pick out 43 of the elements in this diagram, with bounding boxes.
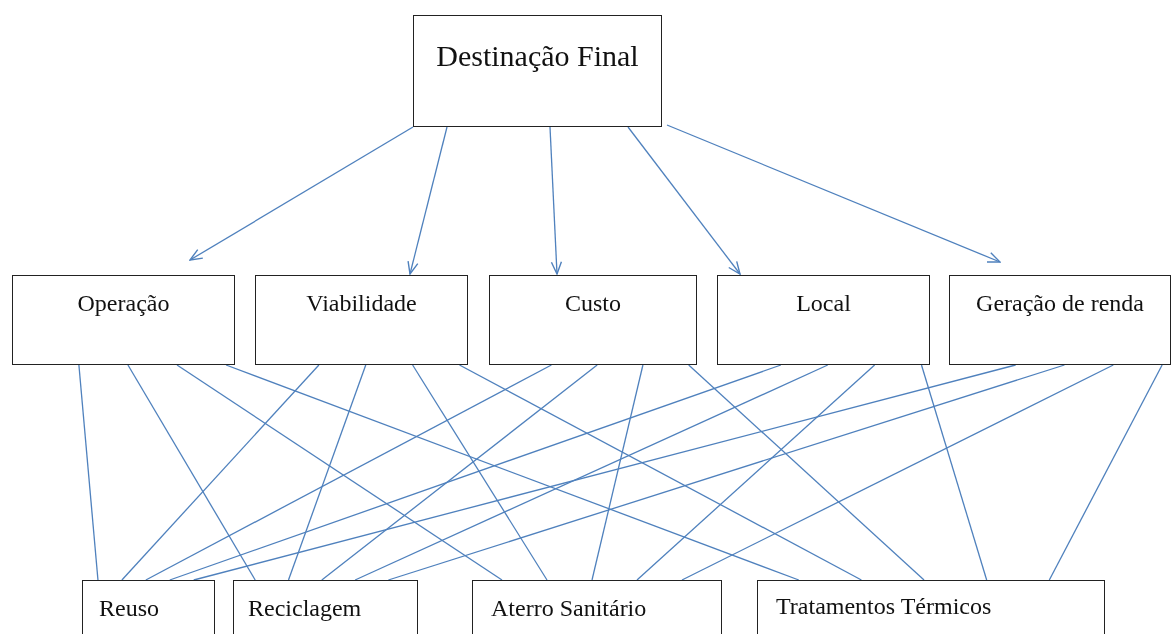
box-label: Geração de renda: [976, 289, 1144, 318]
arrow: [549, 126, 563, 275]
connector-line: [688, 364, 925, 581]
connector-line: [920, 364, 988, 581]
connector-line: [176, 364, 503, 581]
box-label: Reciclagem: [248, 594, 362, 623]
criterion-box: [413, 15, 662, 127]
connector-line: [121, 364, 320, 581]
arrow: [189, 126, 414, 261]
box-label: Destinação Final: [436, 38, 639, 74]
connector-line: [387, 364, 1066, 581]
criterion-box: [255, 275, 468, 365]
box-label: Viabilidade: [306, 289, 417, 318]
box-label: Operação: [77, 289, 170, 318]
criterion-box: [717, 275, 930, 365]
criterion-box: [949, 275, 1171, 365]
connector-line: [287, 364, 367, 581]
box-label: Reuso: [99, 594, 159, 623]
criterion-box: [489, 275, 697, 365]
connector-line: [591, 364, 644, 581]
connector-line: [354, 364, 829, 581]
connector-line: [145, 364, 553, 581]
arrow: [407, 126, 448, 275]
criterion-box: [12, 275, 235, 365]
connector-line: [1048, 364, 1163, 581]
connector-line: [321, 364, 598, 581]
box-label: Local: [796, 289, 851, 318]
box-label: Custo: [565, 289, 621, 318]
arrow: [666, 124, 1001, 263]
arrow: [627, 126, 741, 275]
connector-line: [636, 364, 876, 581]
criterion-box: [757, 580, 1105, 634]
criterion-box: [82, 580, 215, 634]
connector-line: [458, 364, 863, 581]
box-label: Tratamentos Térmicos: [776, 592, 992, 621]
criterion-box: [472, 580, 722, 634]
connector-line: [193, 364, 1017, 581]
criterion-box: [233, 580, 418, 634]
connector-line: [411, 364, 548, 581]
connector-line: [127, 364, 256, 581]
box-label: Aterro Sanitário: [491, 594, 647, 623]
connector-line: [681, 364, 1114, 581]
connector-line: [78, 364, 99, 581]
